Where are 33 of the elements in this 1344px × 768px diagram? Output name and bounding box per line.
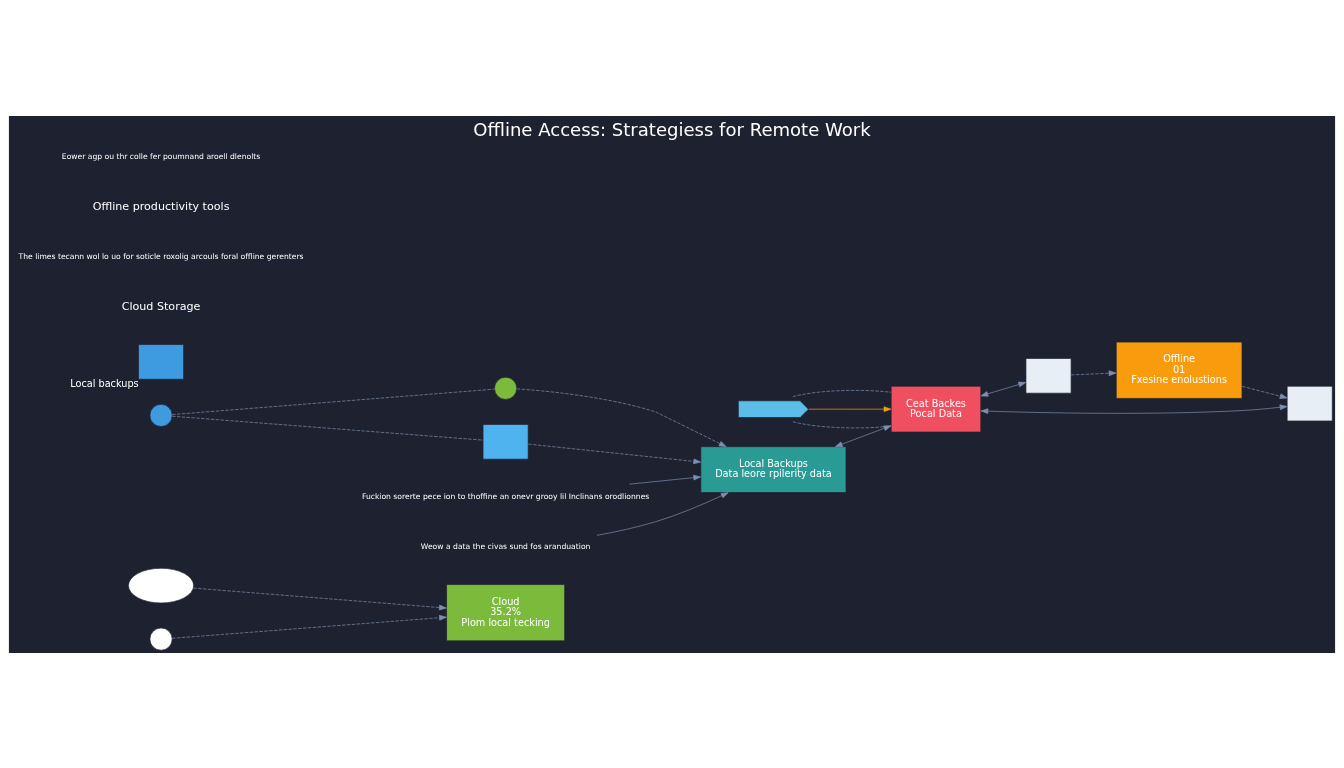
node-box: Local Backups Data leore rpilerity data: [700, 445, 847, 493]
arrow: [528, 443, 702, 464]
node-box: [138, 343, 184, 380]
connector: [792, 389, 892, 397]
node-cloud: [128, 567, 195, 603]
arrow: [980, 381, 1027, 397]
arrow: [629, 474, 701, 484]
node-box: Offline 01 Fxesine enolustions: [1115, 341, 1243, 399]
arrow: [980, 404, 1288, 414]
node-circle: [149, 403, 173, 427]
arrow: [808, 405, 892, 412]
connector: [792, 420, 892, 428]
node-circle: [149, 627, 173, 651]
node-circle: [494, 376, 518, 400]
node-label: Local backups: [70, 377, 139, 389]
node-box: [1025, 357, 1072, 394]
arrow: [1241, 385, 1288, 399]
diagram-title: Offline Access: Strategiess for Remote Work: [473, 118, 871, 140]
arrow: [596, 491, 729, 536]
node-box: [1286, 385, 1333, 421]
connector: [171, 415, 484, 440]
arrow: [1070, 369, 1117, 376]
arrow: [834, 424, 892, 447]
label: Cloud Storage: [121, 299, 201, 313]
node-box: Ceat Backes Pocal Data: [890, 385, 982, 432]
node-box: Cloud 35.2% Plom local tecking: [446, 583, 565, 641]
arrow: [516, 388, 727, 447]
node-box: [482, 423, 529, 460]
node-arrow: [738, 400, 809, 418]
connector: [171, 388, 495, 415]
arrow: [193, 587, 447, 610]
arrow: [171, 614, 447, 639]
label: Offline productivity tools: [92, 199, 230, 213]
